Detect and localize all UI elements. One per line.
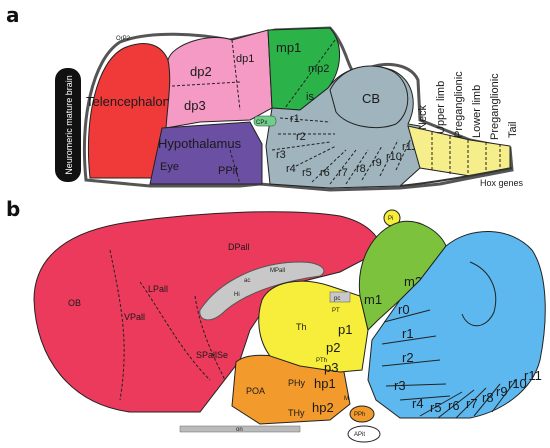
m-label: M [344, 396, 349, 402]
thy-label: THy [288, 408, 305, 418]
cpx-label: CPx [256, 120, 267, 126]
telencephalon-label: Telencephalon [86, 94, 170, 109]
r2-a-label: r2 [296, 131, 306, 143]
apit-label: APit [354, 432, 365, 438]
r8-a-label: r8 [356, 163, 366, 175]
side-label-text: Neuromeric mature brain [64, 75, 74, 175]
mp-divider [284, 39, 336, 109]
diencephalon-region [165, 29, 273, 129]
r3-a-label: r3 [276, 149, 286, 161]
r1-b-label: r1 [402, 326, 414, 341]
r9-a-label: r9 [372, 157, 382, 169]
r11-b-label: r11 [524, 368, 542, 383]
p3-label: p3 [324, 360, 338, 375]
side-label-pill [55, 68, 81, 182]
ventricle [199, 261, 325, 321]
dp1-label: dp1 [236, 53, 254, 65]
cpx-blob [253, 115, 277, 127]
vpall-label: VPall [124, 312, 145, 322]
panel-b-letter: b [6, 197, 20, 221]
hox-label: Hox genes [480, 178, 524, 188]
lpall-label: LPall [148, 284, 168, 294]
spinal-dividers [431, 132, 501, 176]
hypothalamus-region [149, 121, 263, 185]
pph-label: PPh [354, 412, 365, 418]
r10-b-label: r10 [508, 376, 527, 391]
hy-divider [229, 149, 241, 185]
m1-label: m1 [364, 292, 382, 307]
r10-a-label: r10 [386, 151, 402, 163]
mp1-label: mp1 [276, 40, 301, 55]
ob-label: OB [68, 298, 81, 308]
r7-a-label: r7 [338, 167, 348, 179]
r9-b-label: r9 [496, 384, 508, 399]
dp-divider-2 [171, 81, 241, 87]
optic-nerve [179, 425, 301, 433]
dp2-label: dp2 [190, 64, 212, 79]
pallium-divider-2 [194, 295, 226, 381]
orp-label: OrP2 [116, 36, 131, 42]
phy-label: PHy [288, 378, 306, 388]
ac-label: ac [244, 278, 250, 284]
spinal-label-3: Lower limb [471, 85, 483, 138]
hp1-label: hp1 [314, 376, 336, 391]
ob-divider [109, 249, 125, 401]
spinal-label-4: Preganglionic [489, 73, 501, 140]
cb-label: CB [362, 91, 380, 106]
is-label: is [306, 91, 314, 103]
r8-b-label: r8 [482, 390, 494, 405]
mpall-label: MPall [270, 268, 285, 274]
r6-b-label: r6 [448, 398, 460, 413]
hypothalamus-label: Hypothalamus [158, 136, 242, 151]
dp-divider-1 [231, 39, 241, 111]
pth-label: PTh [316, 358, 327, 364]
cerebellum-region [329, 65, 409, 129]
panel-a-letter: a [6, 3, 20, 27]
r7-b-label: r7 [466, 396, 478, 411]
hippo-label: Hi [234, 292, 240, 298]
hox-line [399, 167, 513, 187]
spinal-label-2: Preganglionic [453, 71, 465, 138]
pc-box [329, 291, 351, 303]
r4-b-label: r4 [412, 396, 424, 411]
spallse-label: SPallSe [196, 350, 228, 360]
p1-label: p1 [338, 322, 352, 337]
spinal-label-5: Tail [507, 121, 519, 138]
mp2-label: mp2 [308, 63, 329, 75]
pi-label: Pi [388, 216, 393, 222]
on-label: on [236, 427, 243, 433]
apit-lobe [347, 425, 381, 443]
p2-label: p2 [326, 340, 340, 355]
r1-a-label: r1 [290, 113, 300, 125]
rhombomere-dividers-a [271, 117, 413, 185]
spinal-label-0: Neck [417, 104, 429, 130]
dp3-label: dp3 [184, 98, 206, 113]
pph-lobe [349, 405, 375, 423]
ppit-label: PPit [218, 165, 238, 177]
rhombomere-dividers-b [381, 309, 517, 419]
spinal-label-1: Upper limb [435, 81, 447, 134]
hindbrain-b-region [367, 230, 546, 419]
r6-a-label: r6 [320, 167, 330, 179]
r3-b-label: r3 [394, 378, 406, 393]
cerebellum-fold [461, 261, 497, 327]
r4-a-label: r4 [286, 163, 296, 175]
r0-b-label: r0 [398, 302, 410, 317]
panel-a-outline [83, 26, 514, 192]
pc-label: pc [334, 296, 340, 302]
pt-label: PT [332, 308, 340, 314]
eye-label: Eye [160, 161, 179, 173]
r5-a-label: r5 [302, 167, 312, 179]
poa-label: POA [246, 386, 265, 396]
hp2-label: hp2 [312, 400, 334, 415]
r5-b-label: r5 [430, 400, 442, 415]
dpall-label: DPall [228, 242, 250, 252]
pallium-divider-1 [139, 281, 211, 381]
r2-b-label: r2 [402, 350, 414, 365]
th-label: Th [296, 322, 307, 332]
